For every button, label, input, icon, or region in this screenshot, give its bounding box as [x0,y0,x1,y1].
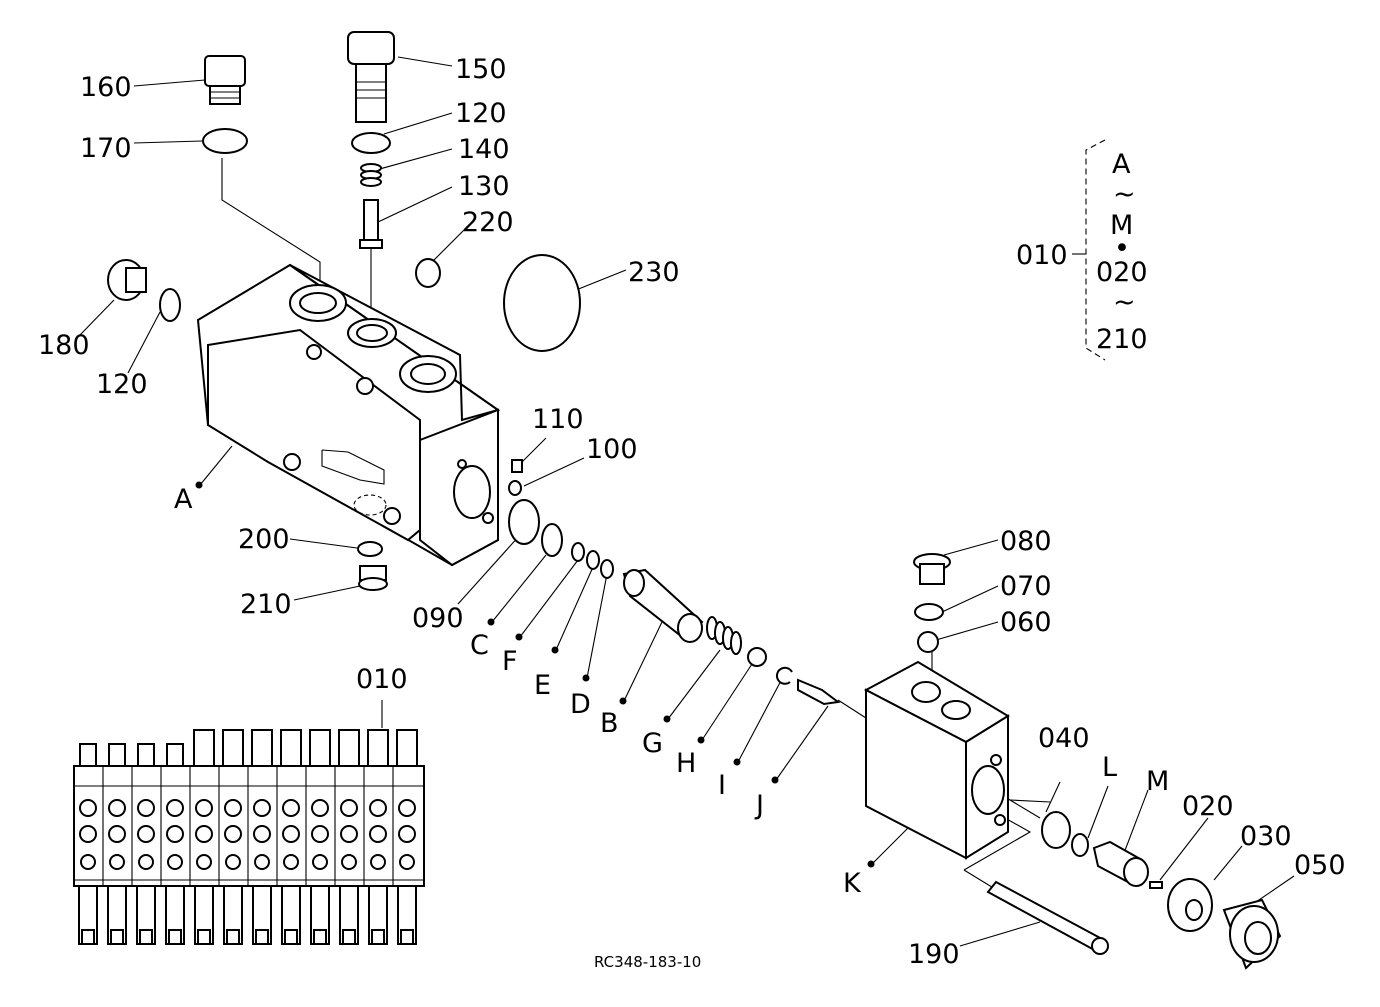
label-150: 150 [455,54,507,85]
label-050: 050 [1294,850,1346,881]
legend-range2-start: 020 [1096,257,1148,288]
pin-110 [511,459,523,473]
assembly-overview-010 [73,700,425,945]
label-140: 140 [458,134,510,165]
callout-B: B [600,708,619,739]
legend-range1-start: A [1112,149,1131,180]
label-230: 230 [628,257,680,288]
ring-E [586,550,600,570]
label-210: 210 [240,589,292,620]
label-010-overview: 010 [356,664,408,695]
pin-020 [1149,881,1163,889]
legend-range2-sep: ~ [1113,287,1136,318]
callout-L: L [1102,752,1117,783]
legend-text: 010 A ~ M • 020 ~ 210 [1016,149,1148,355]
label-040: 040 [1038,723,1090,754]
callout-J: J [754,790,764,821]
label-120b: 120 [96,369,148,400]
clip-I [775,666,793,685]
ring-D [600,559,614,579]
callout-C: C [470,630,489,661]
relief-cartridge-150 [347,31,395,123]
ball-060 [917,631,939,653]
callout-G: G [642,728,663,759]
spring-140 [360,163,382,187]
o-ring-120b [159,288,181,322]
label-110: 110 [532,404,584,435]
legend-range2-end: 210 [1096,324,1148,355]
o-ring-230 [503,254,581,352]
part-number-labels: 160 170 150 120 140 130 220 230 180 120 … [38,54,1346,970]
spool-B [622,568,704,643]
label-190: 190 [908,939,960,970]
label-090: 090 [412,603,464,634]
plug-050 [1222,898,1282,970]
callout-A: A [174,484,193,515]
poppet-130 [359,199,383,249]
label-170: 170 [80,133,132,164]
ring-C [541,523,563,557]
label-200: 200 [238,524,290,555]
label-180: 180 [38,330,90,361]
callout-letters: A C F E D B G H I J K L M [174,481,1169,899]
o-ring-120a [351,132,391,154]
label-020: 020 [1182,791,1234,822]
callout-H: H [676,748,696,779]
callout-E: E [534,670,551,701]
callout-D: D [570,689,591,720]
o-ring-070 [914,603,944,621]
plug-180 [107,259,147,301]
o-ring-200 [357,541,383,557]
label-070: 070 [1000,571,1052,602]
pin-J [797,678,841,706]
plug-210 [358,565,388,591]
washer-H [747,647,767,667]
spacer-030 [1167,878,1213,932]
callout-I: I [718,770,726,801]
label-130: 130 [458,171,510,202]
label-160: 160 [80,72,132,103]
check-block-K [863,660,1010,860]
o-ring-040 [1041,811,1071,849]
o-ring-090 [508,499,540,545]
poppet-M [1092,840,1149,887]
label-030: 030 [1240,821,1292,852]
legend-assembly: 010 [1016,240,1068,271]
label-220: 220 [462,207,514,238]
label-080: 080 [1000,526,1052,557]
valve-section-body [196,263,501,567]
o-ring-220 [415,258,441,288]
legend-range1-end: M [1110,210,1133,241]
callout-F: F [502,646,518,677]
legend-bracket [1072,139,1106,361]
legend-bullet: • [1114,233,1130,264]
drawing-reference: RC348-183-10 [594,953,701,971]
plug-080 [913,553,951,585]
label-060: 060 [1000,607,1052,638]
callout-K: K [843,868,862,899]
label-100: 100 [586,434,638,465]
legend-range1-sep: ~ [1113,179,1136,210]
ring-100 [508,480,522,496]
tie-bolt-190 [986,880,1109,955]
plug-160 [204,55,246,105]
o-ring-170 [202,128,248,154]
ring-F [571,542,585,562]
ring-L [1071,833,1089,857]
spring-G [706,616,742,655]
label-120a: 120 [455,98,507,129]
callout-M: M [1146,766,1169,797]
